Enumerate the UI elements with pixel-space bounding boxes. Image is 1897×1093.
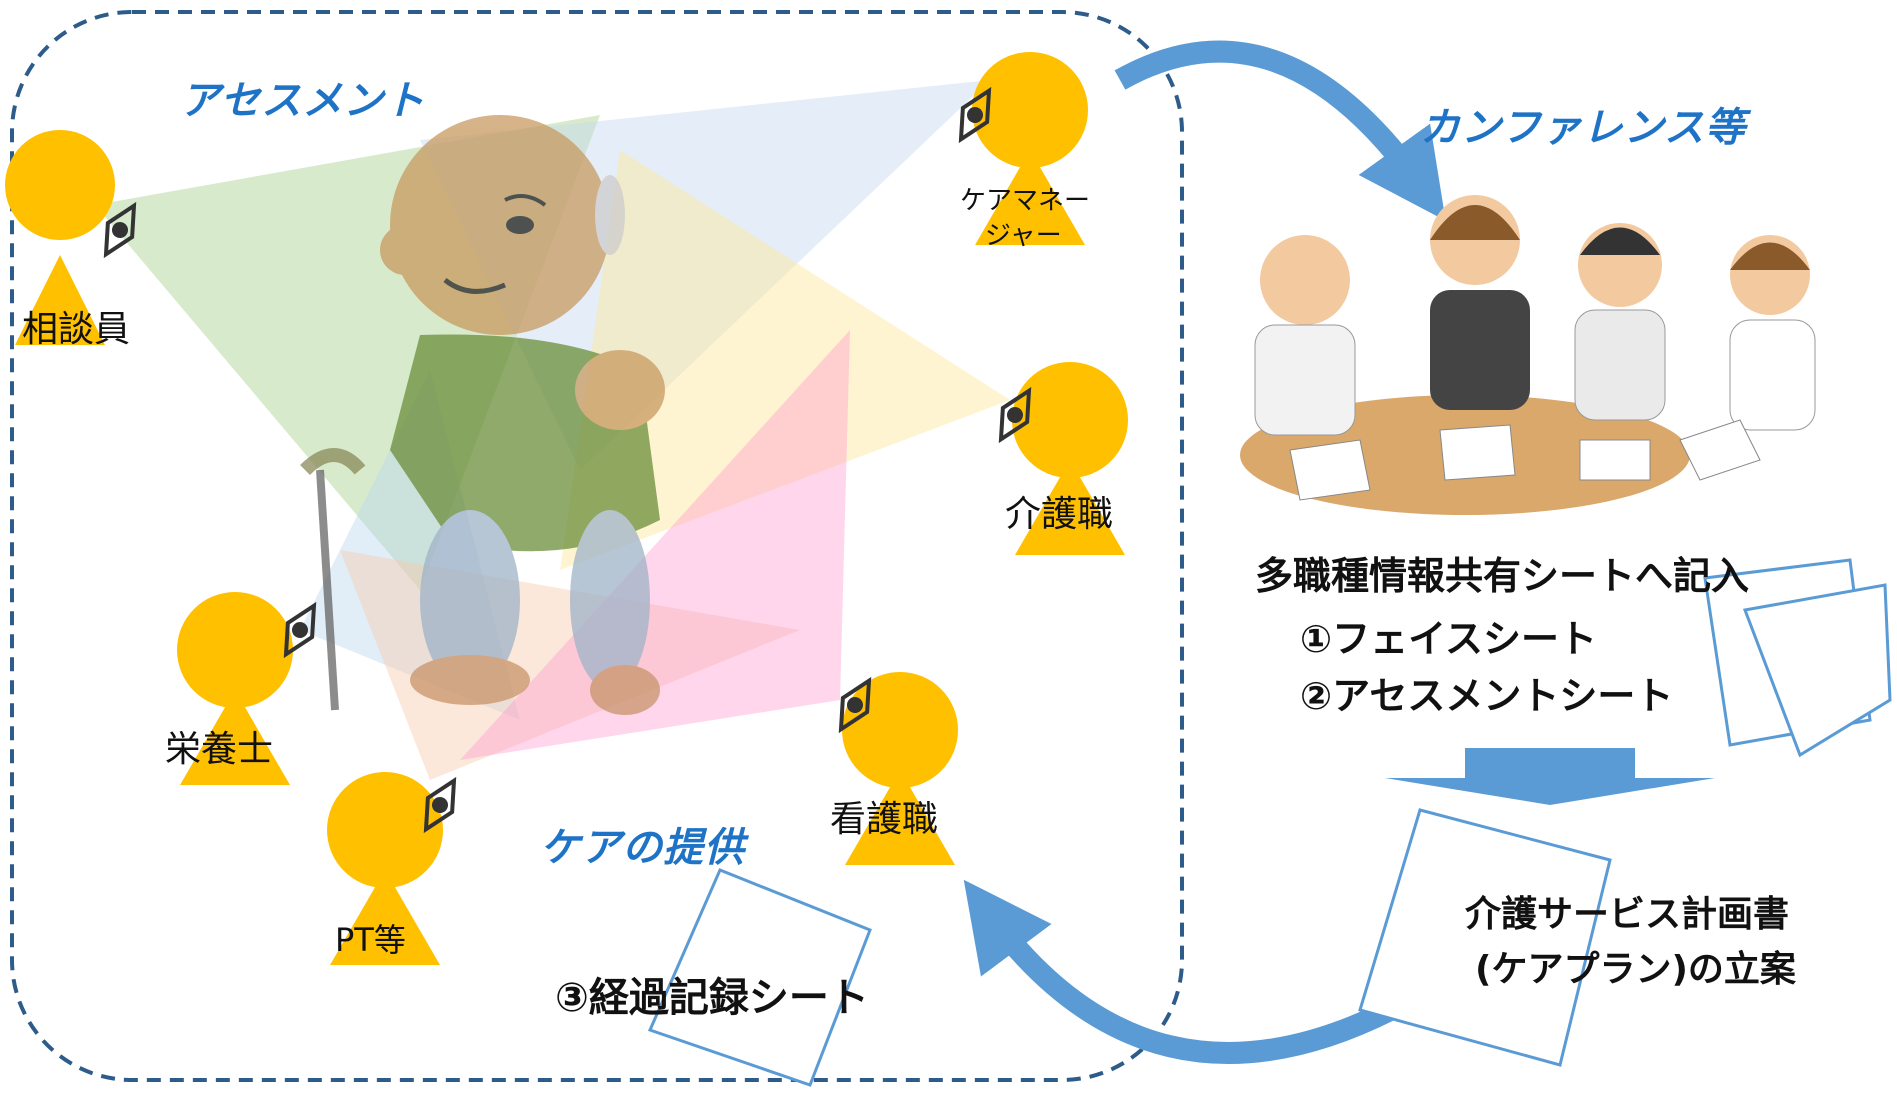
eyebrow [504, 194, 547, 207]
document-sheets-front [1742, 583, 1892, 758]
person-caremanager [958, 52, 1088, 245]
conference-illustration [1240, 195, 1816, 515]
hand [575, 350, 665, 430]
sheets-item2: ②アセスメントシート [1300, 674, 1674, 718]
sheets-heading: 多職種情報共有シートへ記入 [1255, 554, 1750, 598]
doctor-head [1260, 235, 1350, 325]
paper [1289, 439, 1371, 501]
label-pt: PT等 [335, 921, 406, 959]
right-leg [570, 510, 650, 690]
plan-line2: (ケアプラン)の立案 [1475, 949, 1796, 990]
mouth [443, 277, 506, 294]
eye-icon [998, 386, 1032, 444]
label-caremanager-line1: ケアマネー [960, 186, 1091, 216]
document-progress-sheet [647, 868, 872, 1087]
cone-kaigo [560, 150, 1010, 570]
arrow-back-to-care [963, 879, 1395, 1064]
label-kango: 看護職 [830, 799, 939, 840]
paper [1579, 439, 1651, 481]
cane-handle [300, 448, 366, 476]
left-shoe [410, 655, 530, 705]
eye-icon [958, 86, 992, 144]
sheets-item1: ①フェイスシート [1300, 617, 1598, 661]
paper [1439, 424, 1516, 481]
document-shapes [647, 558, 1892, 1087]
label-conference: カンファレンス等 [1420, 105, 1746, 151]
arrow-to-conference [1114, 40, 1446, 221]
eye-icon [838, 676, 872, 734]
person-eiyoushi [177, 592, 317, 785]
doctor-body [1254, 324, 1356, 436]
eye-icon [423, 776, 457, 834]
label-eiyoushi: 栄養士 [165, 729, 274, 770]
document-plan [1358, 808, 1612, 1067]
label-assessment: アセスメント [180, 78, 426, 124]
down-arrow [1385, 748, 1715, 805]
sheets-progress: ③経過記録シート [555, 975, 869, 1021]
woman-body [1430, 290, 1530, 410]
eye-icon [283, 601, 317, 659]
cone-kango [460, 330, 850, 760]
hair [595, 175, 625, 255]
person-kaigo [998, 362, 1128, 555]
elderly-person-illustration [300, 115, 665, 715]
label-kaigo: 介護職 [1005, 494, 1114, 535]
man-body [1574, 309, 1666, 421]
label-caremanager-line2: ジャー [985, 221, 1062, 251]
nurse-body [1729, 319, 1816, 431]
right-shoe [590, 665, 660, 715]
eye-icon [103, 201, 137, 259]
plan-line1: 介護サービス計画書 [1465, 894, 1790, 935]
head [390, 115, 610, 335]
person-pt [327, 772, 457, 965]
person-sodanin [5, 130, 137, 345]
assessment-area-border [10, 10, 1184, 1082]
paper [1679, 419, 1761, 481]
ear [380, 225, 430, 275]
eye [506, 216, 534, 234]
label-sodanin: 相談員 [22, 309, 131, 350]
left-leg [420, 510, 520, 690]
person-kango [838, 672, 958, 865]
label-care-provision: ケアの提供 [540, 825, 745, 871]
cane [316, 469, 339, 711]
